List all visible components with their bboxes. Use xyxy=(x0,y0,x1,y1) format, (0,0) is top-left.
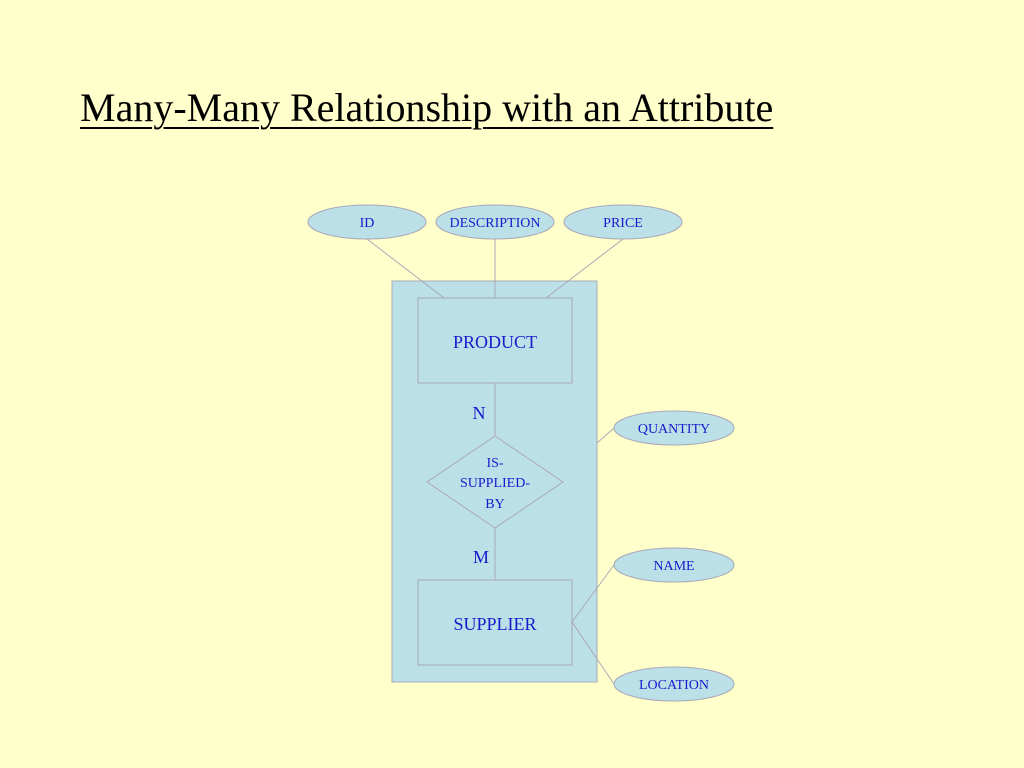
attribute-quantity xyxy=(613,410,735,446)
attribute-description xyxy=(435,204,555,240)
relationship-label-line-1: IS- xyxy=(486,456,503,471)
cardinality-n: N xyxy=(473,403,486,423)
entity-product-label: PRODUCT xyxy=(453,332,537,352)
attribute-location-label: LOCATION xyxy=(639,678,709,693)
attribute-id xyxy=(307,204,427,240)
relationship-label-line-2: SUPPLIED- xyxy=(460,476,530,491)
attribute-description-label: DESCRIPTION xyxy=(449,216,540,231)
attribute-location xyxy=(613,666,735,702)
attribute-id-label: ID xyxy=(360,216,375,231)
connector-supplier-name xyxy=(571,564,615,623)
entity-supplier xyxy=(417,579,573,666)
entity-supplier-label: SUPPLIER xyxy=(453,614,536,634)
connector-supplier-location xyxy=(571,621,615,685)
attribute-name-label: NAME xyxy=(653,559,694,574)
connector-price-product xyxy=(545,238,624,299)
relationship-label-line-3: BY xyxy=(485,497,504,512)
attribute-quantity-label: QUANTITY xyxy=(638,422,710,437)
cardinality-m: M xyxy=(473,547,489,567)
slide-title: Many-Many Relationship with an Attribute xyxy=(80,85,774,130)
connector-quantity-box xyxy=(596,427,615,444)
relationship-is-supplied-by xyxy=(426,435,564,529)
attribute-name xyxy=(613,547,735,583)
connector-id-product xyxy=(366,238,445,299)
attribute-price xyxy=(563,204,683,240)
attribute-price-label: PRICE xyxy=(603,216,643,231)
entity-product xyxy=(417,297,573,384)
